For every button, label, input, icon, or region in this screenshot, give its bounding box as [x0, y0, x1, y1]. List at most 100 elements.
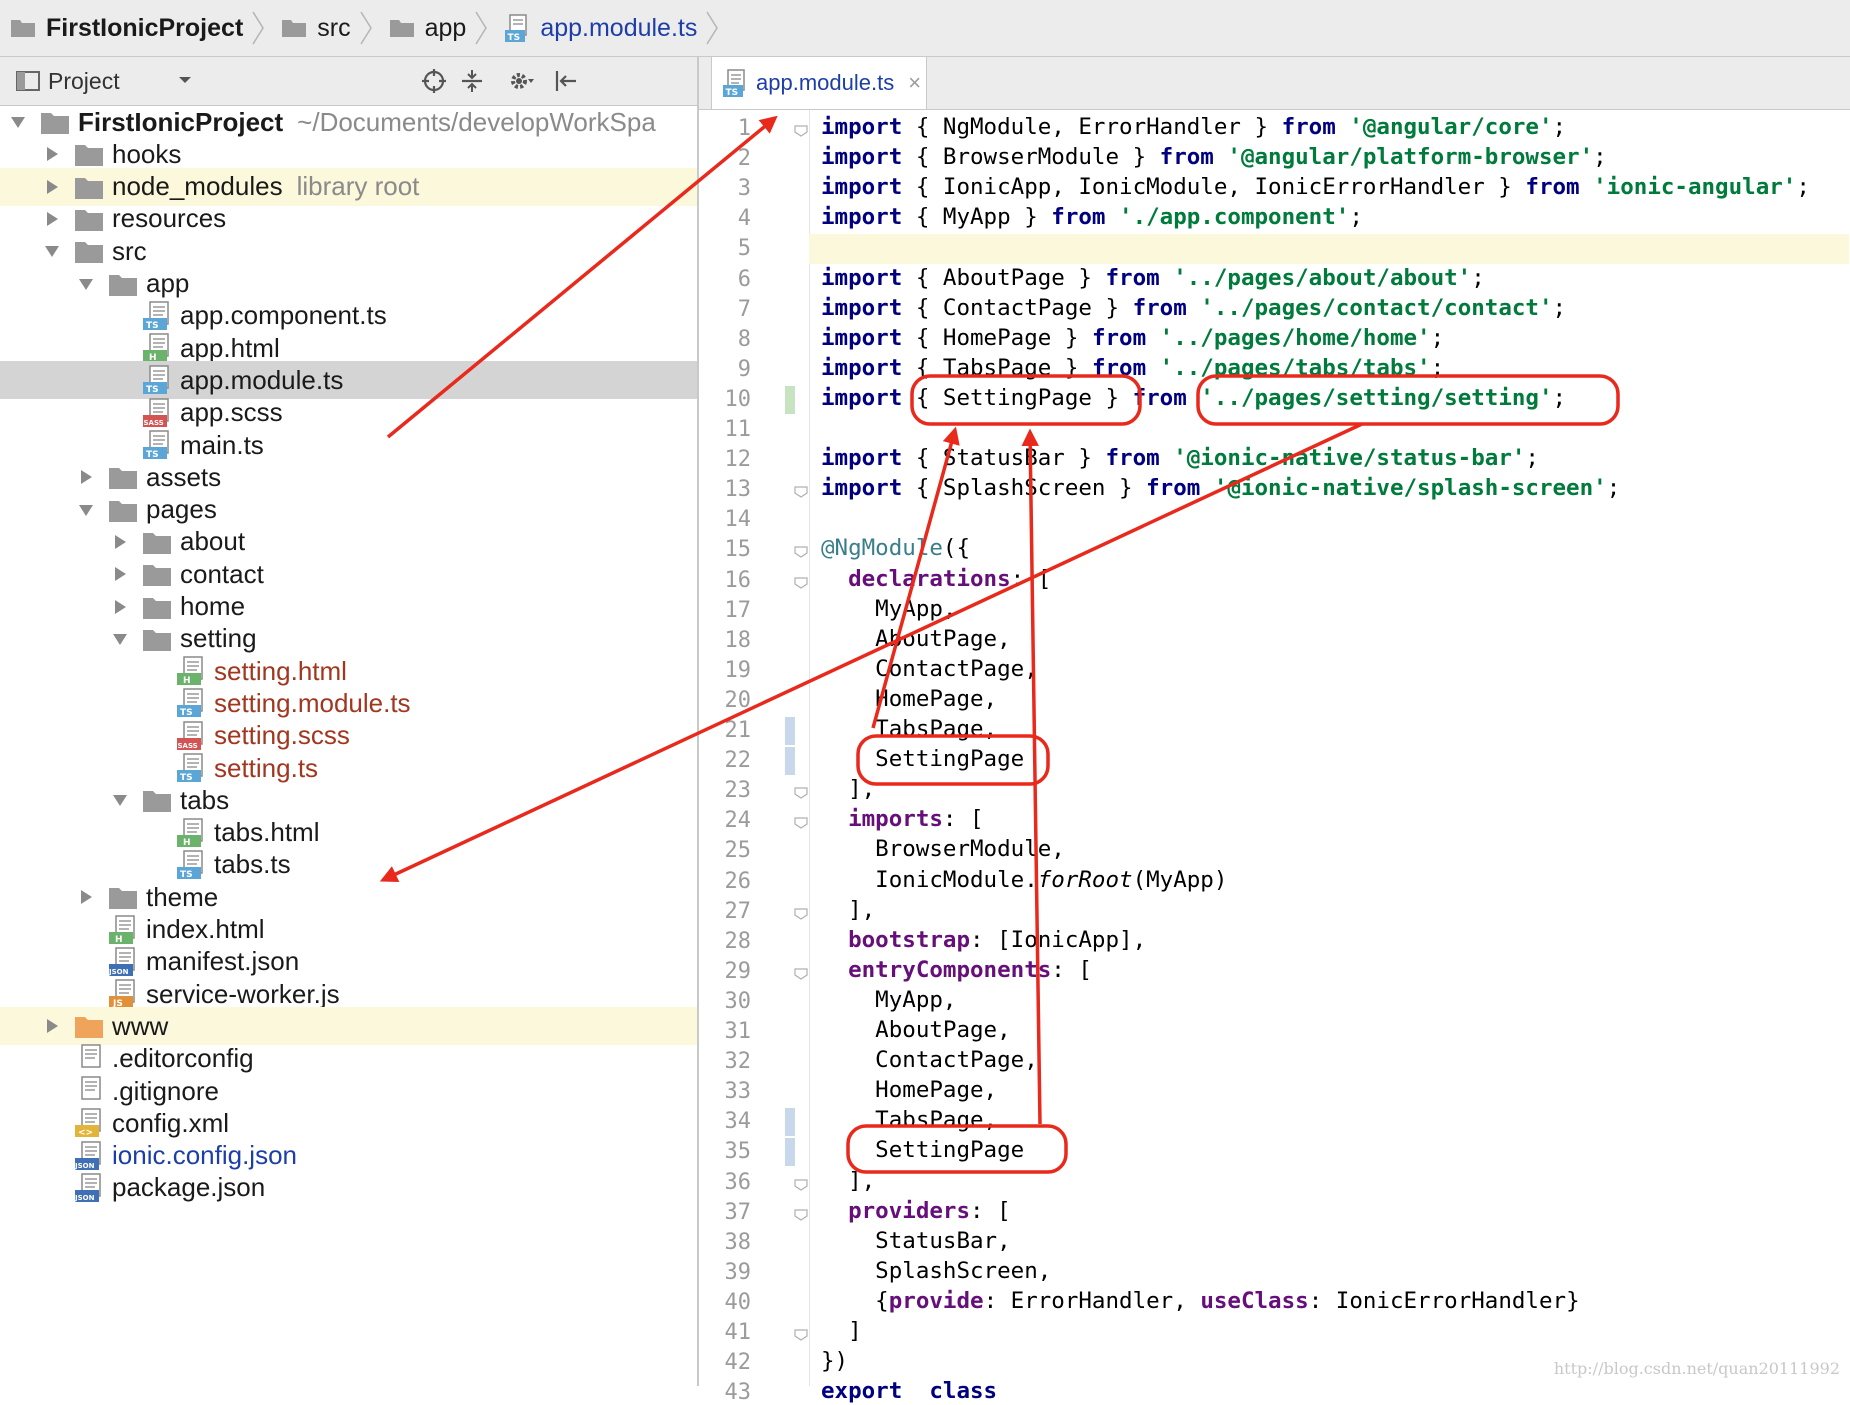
line-number: 13	[724, 477, 752, 503]
tree-item[interactable]: app	[0, 265, 697, 303]
code-token: import	[821, 475, 916, 502]
code-token: import	[821, 174, 916, 201]
tree-item[interactable]: about	[0, 523, 697, 561]
line-number: 15	[724, 537, 752, 563]
fold-icon[interactable]	[794, 484, 808, 498]
expand-arrow-icon[interactable]	[8, 112, 28, 132]
tree-item[interactable]: .editorconfig	[0, 1040, 697, 1078]
line-number: 26	[724, 868, 752, 894]
fold-icon[interactable]	[794, 785, 808, 799]
collapse-all-icon[interactable]	[458, 67, 486, 95]
tree-item[interactable]: www	[0, 1007, 697, 1046]
collapse-arrow-icon[interactable]	[42, 209, 62, 229]
code-token: from	[1132, 294, 1187, 321]
breadcrumb-item[interactable]: src	[271, 0, 378, 56]
tree-item[interactable]: theme	[0, 878, 697, 916]
breadcrumb-item[interactable]: app	[379, 0, 495, 56]
tree-item[interactable]: .gitignore	[0, 1072, 697, 1110]
tree-item-label: app	[146, 268, 190, 298]
fold-icon[interactable]	[794, 1177, 808, 1191]
collapse-arrow-icon[interactable]	[42, 1016, 62, 1036]
project-view-icon[interactable]	[14, 67, 42, 95]
code-token: '../pages/contact/contact'	[1186, 294, 1553, 321]
change-marker	[785, 385, 795, 414]
tree-item[interactable]: resources	[0, 200, 697, 238]
line-number: 18	[724, 627, 752, 653]
tab-app-module[interactable]: TS app.module.ts ×	[711, 57, 927, 109]
close-icon[interactable]: ×	[908, 70, 922, 95]
ts-file-icon: TS	[143, 430, 169, 460]
fold-icon[interactable]	[794, 1207, 808, 1221]
collapse-arrow-icon[interactable]	[76, 467, 96, 487]
expand-arrow-icon[interactable]	[76, 274, 96, 294]
tree-item[interactable]: <>config.xml	[0, 1104, 697, 1142]
tree-item[interactable]: src	[0, 232, 697, 270]
code-token: ;	[1525, 445, 1539, 472]
code-token: '../pages/setting/setting'	[1186, 384, 1553, 411]
folder-icon	[143, 565, 171, 587]
fold-icon[interactable]	[794, 815, 808, 830]
collapse-arrow-icon[interactable]	[110, 564, 130, 584]
fold-icon[interactable]	[794, 123, 808, 137]
svg-text:TS: TS	[180, 870, 193, 880]
code-token: './app.component'	[1105, 204, 1350, 231]
line-number: 43	[724, 1380, 752, 1405]
tree-item-label: contact	[180, 558, 264, 589]
project-view-label[interactable]: Project	[48, 67, 120, 94]
collapse-arrow-icon[interactable]	[110, 532, 130, 552]
gear-icon[interactable]	[506, 67, 534, 95]
expand-arrow-icon[interactable]	[76, 500, 96, 520]
tree-item[interactable]: tabs	[0, 781, 697, 819]
expand-arrow-icon[interactable]	[42, 241, 62, 261]
fold-icon[interactable]	[794, 906, 808, 920]
code-area[interactable]: import { NgModule, ErrorHandler } from '…	[821, 110, 1850, 1404]
collapse-arrow-icon[interactable]	[42, 144, 62, 164]
fold-icon[interactable]	[794, 966, 808, 980]
code-line: MyApp,	[821, 987, 956, 1013]
expand-arrow-icon[interactable]	[110, 790, 130, 810]
svg-text:TS: TS	[508, 33, 521, 43]
collapse-arrow-icon[interactable]	[110, 597, 130, 617]
chevron-down-icon[interactable]	[176, 71, 194, 89]
code-token: from	[1091, 324, 1147, 351]
line-number: 38	[724, 1229, 752, 1255]
code-line: ]	[821, 1318, 862, 1344]
tree-item[interactable]: hooks	[0, 135, 697, 173]
breadcrumb-item[interactable]: FirstIonicProject	[0, 0, 271, 56]
tree-item[interactable]: setting	[0, 620, 697, 658]
code-token: from	[1051, 204, 1106, 231]
code-line: import { HomePage } from '../pages/home/…	[821, 325, 1444, 351]
collapse-arrow-icon[interactable]	[76, 887, 96, 907]
tree-item[interactable]: pages	[0, 491, 697, 529]
target-icon[interactable]	[420, 67, 448, 95]
watermark: http://blog.csdn.net/quan20111992	[1553, 1359, 1840, 1378]
collapse-arrow-icon[interactable]	[42, 177, 62, 197]
fold-icon[interactable]	[794, 544, 808, 559]
code-line: IonicModule.forRoot(MyApp)	[821, 867, 1227, 893]
tree-item[interactable]: home	[0, 588, 697, 626]
fold-icon[interactable]	[794, 575, 808, 589]
hide-panel-icon[interactable]	[552, 67, 580, 95]
tree-item[interactable]: contact	[0, 555, 697, 593]
expand-arrow-icon[interactable]	[110, 629, 130, 649]
tree-item-label: resources	[112, 203, 227, 234]
tree-item[interactable]: assets	[0, 458, 697, 496]
fold-icon[interactable]	[794, 1327, 808, 1341]
